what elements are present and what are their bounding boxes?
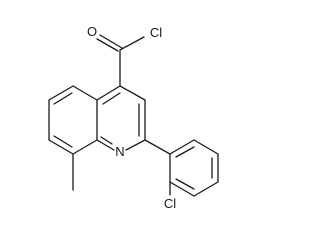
chemical-structure: O Cl N Cl [48, 24, 219, 211]
bond-c5-c6-inner [53, 92, 73, 105]
bond-c4-c3 [119, 85, 146, 101]
bond-carbonyl-oxygen-b [99, 34, 123, 49]
bond-aryl-5-6 [193, 139, 219, 155]
carbonyl-oxygen-label: O [87, 24, 97, 39]
pyridine-ring [96, 85, 146, 151]
bond-aryl-6-1-inner [175, 146, 195, 158]
aryl-chlorine-label: Cl [164, 196, 176, 211]
bond-c7-c8 [48, 139, 74, 155]
bond-aryl-3-4 [193, 181, 219, 197]
bond-n1-c8a [96, 139, 115, 151]
bond-aryl-2-3-inner [175, 178, 195, 190]
bond-carbonyl-oxygen-a [96, 38, 119, 52]
ring-nitrogen-label: N [115, 144, 124, 159]
benzo-ring [48, 85, 98, 191]
atom-labels: O Cl N Cl [87, 24, 176, 211]
bond-c2-n1 [125, 139, 146, 151]
acyl-chlorine-label: Cl [150, 25, 162, 40]
bond-c7-c8-inner [53, 135, 73, 148]
bond-c4a-c5 [72, 85, 98, 101]
bond-carbonyl-chlorine [119, 36, 145, 51]
chlorophenyl-ring [144, 139, 219, 197]
acyl-chloride-group [96, 34, 145, 87]
bond-aryl-2-3 [169, 181, 195, 197]
bond-c2-aryl [144, 139, 171, 155]
bond-c4a-c4-inner [102, 92, 121, 105]
bond-n1-c8a-inner [100, 136, 113, 145]
bond-c5-c6 [48, 85, 74, 101]
bond-c4a-c4 [96, 85, 121, 101]
bond-c8-c8a [72, 139, 98, 155]
bond-aryl-6-1 [169, 139, 195, 155]
